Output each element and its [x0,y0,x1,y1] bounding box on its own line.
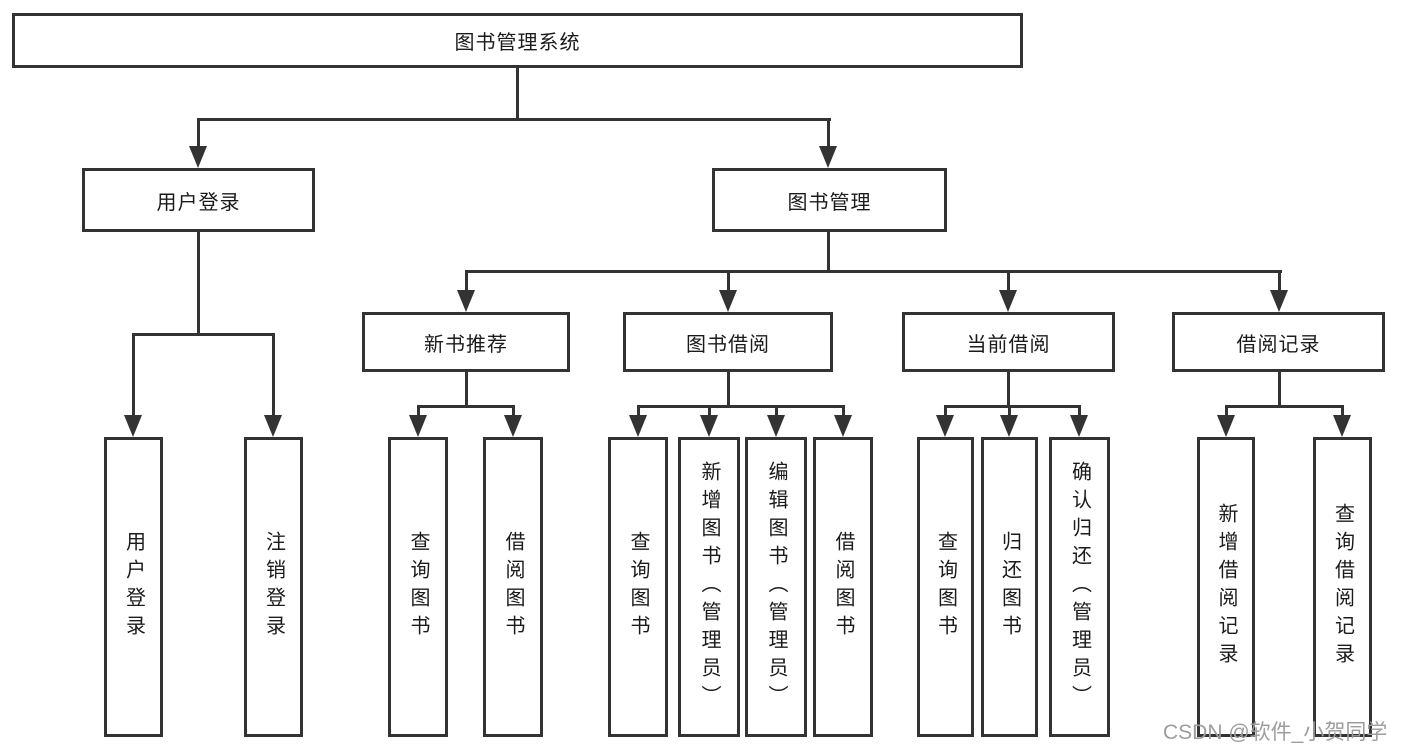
connector-user-login-stub [197,232,200,335]
node-book-management: 图书管理 [712,168,947,232]
node-leaf-confirm-return-admin: 确认归还（管理员） [1049,437,1110,737]
node-label: 用户登录 [122,531,145,643]
connector-arrow-stem [1007,272,1010,292]
connector-arrow-stem [842,407,845,417]
arrow-down-icon [629,415,647,437]
node-leaf-add-borrow-record: 新增借阅记录 [1197,437,1255,737]
connector-arrow-stem [465,272,468,292]
connector-level2-horizontal [197,118,831,121]
arrow-down-icon [936,415,954,437]
arrow-down-icon [819,146,837,168]
node-new-book-recommendation: 新书推荐 [362,312,570,372]
arrow-down-icon [700,415,718,437]
connector-arrow-stem [417,407,420,417]
arrow-down-icon [457,290,475,312]
arrow-down-icon [1270,290,1288,312]
connector-arrow-stem [197,120,200,148]
connector-root-stub [516,68,519,120]
node-leaf-edit-book-admin: 编辑图书（管理员） [745,437,807,737]
connector-currentborrow-horizontal [944,405,1081,408]
connector-newbook-stub [465,372,468,407]
node-label: 查询图书 [934,531,957,643]
arrow-down-icon [124,415,142,437]
node-leaf-query-books-borrow: 查询图书 [608,437,668,737]
node-label: 图书管理系统 [454,32,581,54]
node-borrowing-records: 借阅记录 [1172,312,1385,372]
connector-borrowrecord-stub [1278,372,1281,407]
node-label: 查询图书 [627,531,649,643]
connector-user-login-horizontal [132,333,275,336]
node-leaf-user-login: 用户登录 [104,437,163,737]
connector-arrow-stem [1008,407,1011,417]
arrow-down-icon [189,146,207,168]
connector-currentborrow-stub [1007,372,1010,407]
node-leaf-logout: 注销登录 [244,437,303,737]
node-label: 当前借阅 [966,333,1051,356]
node-book-borrowing: 图书借阅 [623,312,833,372]
connector-arrow-stem [637,407,640,417]
node-label: 借阅记录 [1236,333,1321,356]
node-user-login: 用户登录 [82,168,315,232]
node-label: 用户登录 [156,191,241,214]
connector-bookborrow-stub [727,372,730,407]
node-leaf-borrow-books-newbook: 借阅图书 [483,437,543,737]
connector-arrow-stem [727,272,730,292]
connector-arrow-stem [512,407,515,417]
node-label: 借阅图书 [502,531,524,643]
node-label: 查询借阅记录 [1331,503,1354,671]
node-label: 编辑图书（管理员） [765,461,787,713]
connector-arrow-stem [1078,407,1081,417]
connector-arrow-stem [1278,272,1281,292]
node-library-system-root: 图书管理系统 [12,13,1023,68]
connector-arrow-stem [775,407,778,417]
node-label: 借阅图书 [832,531,854,643]
node-label: 确认归还（管理员） [1068,461,1091,713]
node-leaf-borrow-books: 借阅图书 [813,437,873,737]
node-leaf-return-books: 归还图书 [981,437,1038,737]
arrow-down-icon [409,415,427,437]
connector-borrowrecord-horizontal [1225,405,1344,408]
arrow-down-icon [719,290,737,312]
connector-arrow-stem [272,335,275,417]
connector-book-mgmt-stub [827,232,830,272]
connector-arrow-stem [827,120,830,148]
node-label: 图书借阅 [686,333,770,356]
arrow-down-icon [504,415,522,437]
arrow-down-icon [767,415,785,437]
connector-arrow-stem [708,407,711,417]
connector-arrow-stem [944,407,947,417]
node-label: 新书推荐 [424,333,508,356]
connector-arrow-stem [132,335,135,417]
node-leaf-query-borrow-record: 查询借阅记录 [1313,437,1372,737]
node-label: 新增图书（管理员） [698,461,720,713]
connector-arrow-stem [1341,407,1344,417]
arrow-down-icon [1070,415,1088,437]
node-leaf-query-books-current: 查询图书 [917,437,974,737]
csdn-watermark: CSDN @软件_小贺同学 [1163,721,1388,744]
arrow-down-icon [1000,415,1018,437]
arrow-down-icon [264,415,282,437]
arrow-down-icon [999,290,1017,312]
connector-arrow-stem [1225,407,1228,417]
node-leaf-add-book-admin: 新增图书（管理员） [678,437,740,737]
arrow-down-icon [834,415,852,437]
connector-level3-horizontal [465,270,1282,273]
node-label: 注销登录 [262,531,285,643]
node-label: 查询图书 [407,531,429,643]
connector-bookborrow-horizontal [637,405,845,408]
node-label: 归还图书 [998,531,1021,643]
node-current-borrowing: 当前借阅 [902,312,1115,372]
connector-newbook-horizontal [417,405,515,408]
arrow-down-icon [1333,415,1351,437]
node-label: 新增借阅记录 [1215,503,1237,671]
node-label: 图书管理 [787,191,872,214]
arrow-down-icon [1217,415,1235,437]
node-leaf-query-books-newbook: 查询图书 [388,437,448,737]
